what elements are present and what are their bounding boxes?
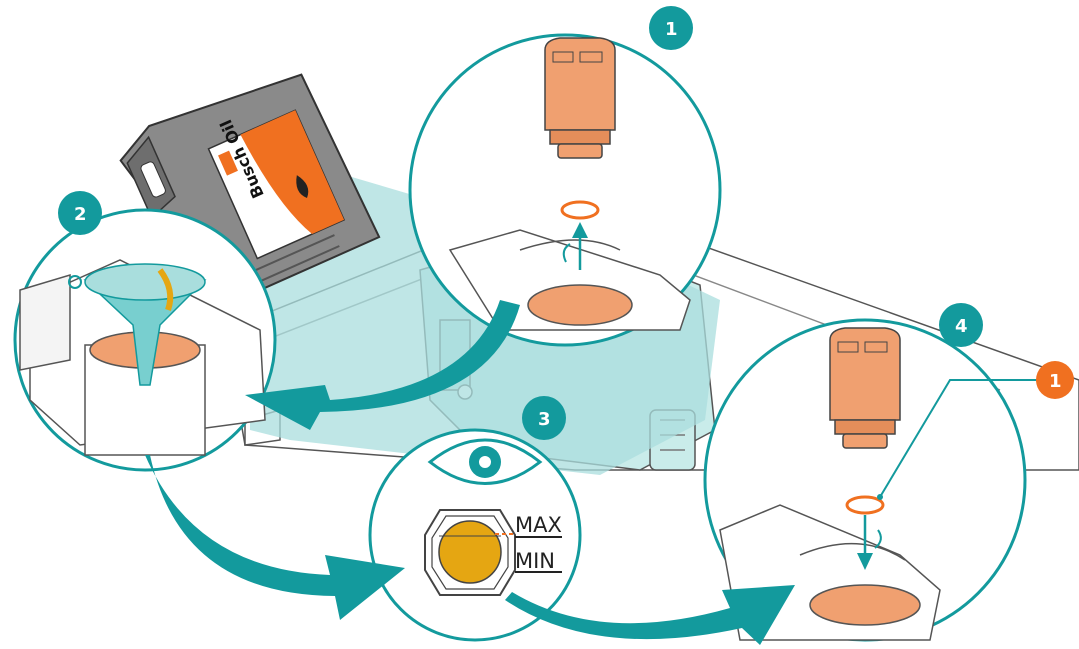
- step1-detail: [408, 33, 722, 347]
- step1-badge: [649, 6, 693, 50]
- step4-badge: [939, 303, 983, 347]
- arrow-step1-to-step2: [245, 300, 520, 430]
- new-sealing-ring: [845, 495, 885, 515]
- step3-detail: MAX MIN: [368, 428, 582, 642]
- oil-sight-glass: [424, 509, 516, 596]
- step1-number: 1: [665, 19, 678, 40]
- callout-number: 1: [1049, 371, 1062, 392]
- step2-detail: [13, 208, 277, 472]
- step2-number: 2: [74, 204, 87, 225]
- max-label: MAX: [515, 513, 562, 537]
- oil-level: [438, 520, 502, 584]
- sealing-ring: [560, 200, 600, 220]
- step4-number: 4: [955, 316, 968, 337]
- breather-filter-new: [829, 327, 901, 449]
- oil-can: Busch Oil: [119, 73, 381, 332]
- arrow-step3-to-step4: [505, 585, 795, 645]
- min-label: MIN: [515, 549, 555, 573]
- step4-detail: [703, 318, 1040, 642]
- step3-number: 3: [538, 409, 551, 430]
- step3-badge: [522, 396, 566, 440]
- callout-badge: [1036, 361, 1074, 399]
- step2-badge: [58, 191, 102, 235]
- eye-icon: [427, 438, 543, 485]
- arrow-step2-to-step3: [145, 455, 405, 620]
- breather-filter-removed: [544, 37, 616, 159]
- callout-leader: [879, 379, 1040, 498]
